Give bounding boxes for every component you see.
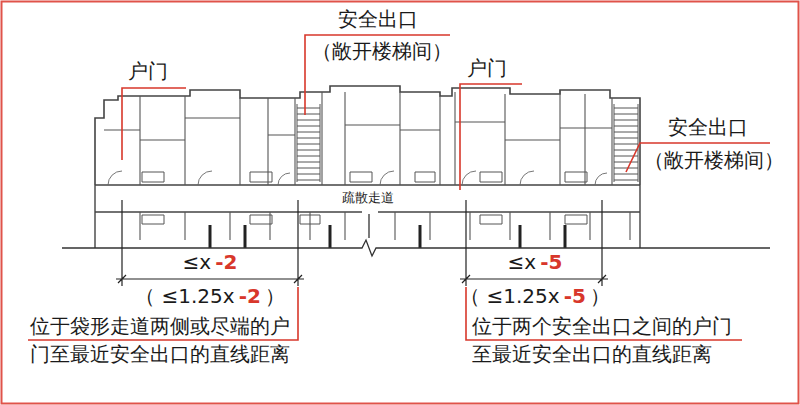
callout-label: 安全出口 bbox=[338, 6, 418, 32]
corridor-walls bbox=[95, 185, 640, 248]
callout-label: （敞开楼梯间） bbox=[644, 147, 784, 173]
thick-walls bbox=[210, 225, 565, 248]
dimension-text: ） bbox=[265, 283, 285, 309]
dimension-offset: -2 bbox=[215, 249, 237, 275]
dimension-lines bbox=[116, 200, 608, 286]
fixtures bbox=[142, 172, 587, 224]
callout-label: （敞开楼梯间） bbox=[312, 38, 452, 64]
dimension-offset: -5 bbox=[540, 249, 562, 275]
dimension-text: ≤x bbox=[508, 249, 537, 275]
callout-label: 户门 bbox=[467, 55, 507, 81]
note-text: 位于袋形走道两侧或尽端的户门至最近安全出口的直线距离 bbox=[30, 312, 302, 368]
dimension-text: （ ≤1.25x bbox=[135, 283, 234, 309]
callout-label: 安全出口 bbox=[668, 114, 748, 140]
dimension-text: （ ≤1.25x bbox=[460, 283, 559, 309]
dimension-text: ） bbox=[590, 283, 610, 309]
ground-line-with-break bbox=[62, 214, 770, 256]
callout-leaders bbox=[28, 35, 770, 340]
door-swings bbox=[108, 171, 607, 185]
dimension-offset: -2 bbox=[239, 283, 261, 309]
callout-label: 户门 bbox=[128, 58, 168, 84]
dimension-text: ≤x bbox=[183, 249, 212, 275]
dimension-offset: -5 bbox=[564, 283, 586, 309]
building-outline bbox=[95, 86, 640, 185]
note-text: 位于两个安全出口之间的户门至最近安全出口的直线距离 bbox=[472, 312, 744, 368]
room-partitions bbox=[104, 90, 630, 240]
corridor-label: 疏散走道 bbox=[340, 190, 396, 207]
stair-left bbox=[297, 104, 320, 182]
